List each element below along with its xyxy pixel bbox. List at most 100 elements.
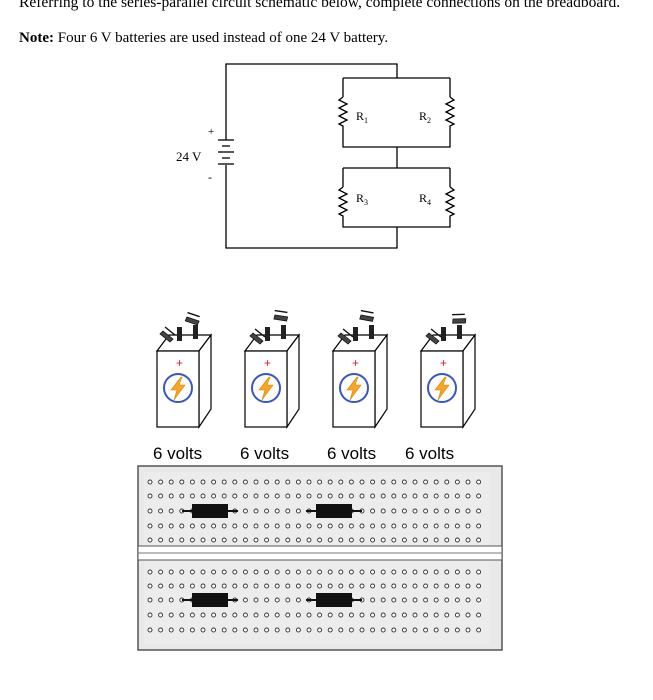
breadboard-hole[interactable]: [465, 612, 471, 618]
breadboard-hole[interactable]: [370, 597, 376, 603]
breadboard-hole[interactable]: [189, 479, 195, 485]
breadboard-hole[interactable]: [444, 493, 450, 499]
breadboard-hole[interactable]: [370, 569, 376, 575]
breadboard-hole[interactable]: [253, 493, 259, 499]
breadboard-hole[interactable]: [444, 479, 450, 485]
breadboard-hole[interactable]: [465, 597, 471, 603]
breadboard-hole[interactable]: [295, 627, 301, 633]
breadboard-hole[interactable]: [423, 612, 429, 618]
breadboard-hole[interactable]: [179, 493, 185, 499]
breadboard-hole[interactable]: [359, 523, 365, 529]
breadboard-hole[interactable]: [253, 523, 259, 529]
breadboard-hole[interactable]: [306, 493, 312, 499]
breadboard-hole[interactable]: [221, 569, 227, 575]
breadboard-hole[interactable]: [232, 537, 238, 543]
breadboard-hole[interactable]: [370, 523, 376, 529]
breadboard-hole[interactable]: [147, 523, 153, 529]
breadboard-hole[interactable]: [189, 493, 195, 499]
breadboard-hole[interactable]: [274, 537, 280, 543]
battery-1[interactable]: [156, 308, 212, 428]
breadboard-hole[interactable]: [264, 508, 270, 514]
breadboard-hole[interactable]: [370, 479, 376, 485]
breadboard-hole[interactable]: [412, 479, 418, 485]
breadboard-hole[interactable]: [476, 493, 482, 499]
breadboard-hole[interactable]: [168, 508, 174, 514]
breadboard-hole[interactable]: [253, 627, 259, 633]
breadboard-hole[interactable]: [433, 569, 439, 575]
breadboard-hole[interactable]: [317, 627, 323, 633]
breadboard-hole[interactable]: [147, 597, 153, 603]
breadboard-hole[interactable]: [465, 493, 471, 499]
breadboard-hole[interactable]: [200, 493, 206, 499]
breadboard-hole[interactable]: [433, 523, 439, 529]
breadboard-hole[interactable]: [168, 537, 174, 543]
breadboard-hole[interactable]: [295, 493, 301, 499]
breadboard-hole[interactable]: [380, 523, 386, 529]
breadboard-hole[interactable]: [158, 493, 164, 499]
breadboard-hole[interactable]: [168, 612, 174, 618]
breadboard-hole[interactable]: [476, 612, 482, 618]
breadboard-hole[interactable]: [306, 627, 312, 633]
breadboard-hole[interactable]: [380, 479, 386, 485]
breadboard-hole[interactable]: [433, 597, 439, 603]
breadboard-hole[interactable]: [338, 493, 344, 499]
breadboard-hole[interactable]: [211, 479, 217, 485]
breadboard-hole[interactable]: [211, 537, 217, 543]
breadboard-hole[interactable]: [211, 523, 217, 529]
breadboard-hole[interactable]: [348, 627, 354, 633]
breadboard-hole[interactable]: [359, 537, 365, 543]
breadboard-hole[interactable]: [253, 537, 259, 543]
breadboard-hole[interactable]: [295, 583, 301, 589]
breadboard-hole[interactable]: [179, 583, 185, 589]
breadboard-hole[interactable]: [232, 493, 238, 499]
breadboard-hole[interactable]: [327, 569, 333, 575]
breadboard-hole[interactable]: [179, 479, 185, 485]
breadboard-hole[interactable]: [433, 612, 439, 618]
breadboard-hole[interactable]: [242, 479, 248, 485]
breadboard-hole[interactable]: [242, 597, 248, 603]
breadboard-hole[interactable]: [274, 569, 280, 575]
breadboard-hole[interactable]: [465, 583, 471, 589]
breadboard-hole[interactable]: [242, 493, 248, 499]
breadboard-hole[interactable]: [274, 523, 280, 529]
breadboard-hole[interactable]: [295, 537, 301, 543]
breadboard-hole[interactable]: [391, 493, 397, 499]
breadboard-hole[interactable]: [285, 569, 291, 575]
breadboard-hole[interactable]: [200, 479, 206, 485]
breadboard-hole[interactable]: [412, 583, 418, 589]
breadboard-hole[interactable]: [168, 597, 174, 603]
breadboard-hole[interactable]: [465, 569, 471, 575]
breadboard-hole[interactable]: [295, 508, 301, 514]
breadboard-hole[interactable]: [232, 523, 238, 529]
breadboard-hole[interactable]: [380, 627, 386, 633]
breadboard-hole[interactable]: [221, 537, 227, 543]
breadboard-hole[interactable]: [285, 523, 291, 529]
breadboard-hole[interactable]: [391, 597, 397, 603]
breadboard-hole[interactable]: [423, 508, 429, 514]
breadboard-hole[interactable]: [391, 627, 397, 633]
breadboard-hole[interactable]: [211, 583, 217, 589]
breadboard-hole[interactable]: [211, 612, 217, 618]
breadboard-hole[interactable]: [444, 627, 450, 633]
breadboard-hole[interactable]: [306, 537, 312, 543]
breadboard-hole[interactable]: [327, 493, 333, 499]
breadboard-hole[interactable]: [370, 583, 376, 589]
breadboard-hole[interactable]: [454, 479, 460, 485]
breadboard-hole[interactable]: [158, 583, 164, 589]
breadboard-hole[interactable]: [264, 597, 270, 603]
breadboard-hole[interactable]: [253, 479, 259, 485]
breadboard-hole[interactable]: [412, 508, 418, 514]
breadboard-hole[interactable]: [295, 479, 301, 485]
breadboard-hole[interactable]: [423, 537, 429, 543]
breadboard-hole[interactable]: [158, 612, 164, 618]
breadboard-hole[interactable]: [147, 627, 153, 633]
breadboard-hole[interactable]: [370, 508, 376, 514]
breadboard-hole[interactable]: [168, 523, 174, 529]
breadboard-hole[interactable]: [338, 479, 344, 485]
breadboard-hole[interactable]: [285, 537, 291, 543]
breadboard-hole[interactable]: [454, 612, 460, 618]
breadboard-hole[interactable]: [465, 627, 471, 633]
breadboard-hole[interactable]: [189, 612, 195, 618]
breadboard-hole[interactable]: [242, 569, 248, 575]
breadboard-hole[interactable]: [401, 597, 407, 603]
